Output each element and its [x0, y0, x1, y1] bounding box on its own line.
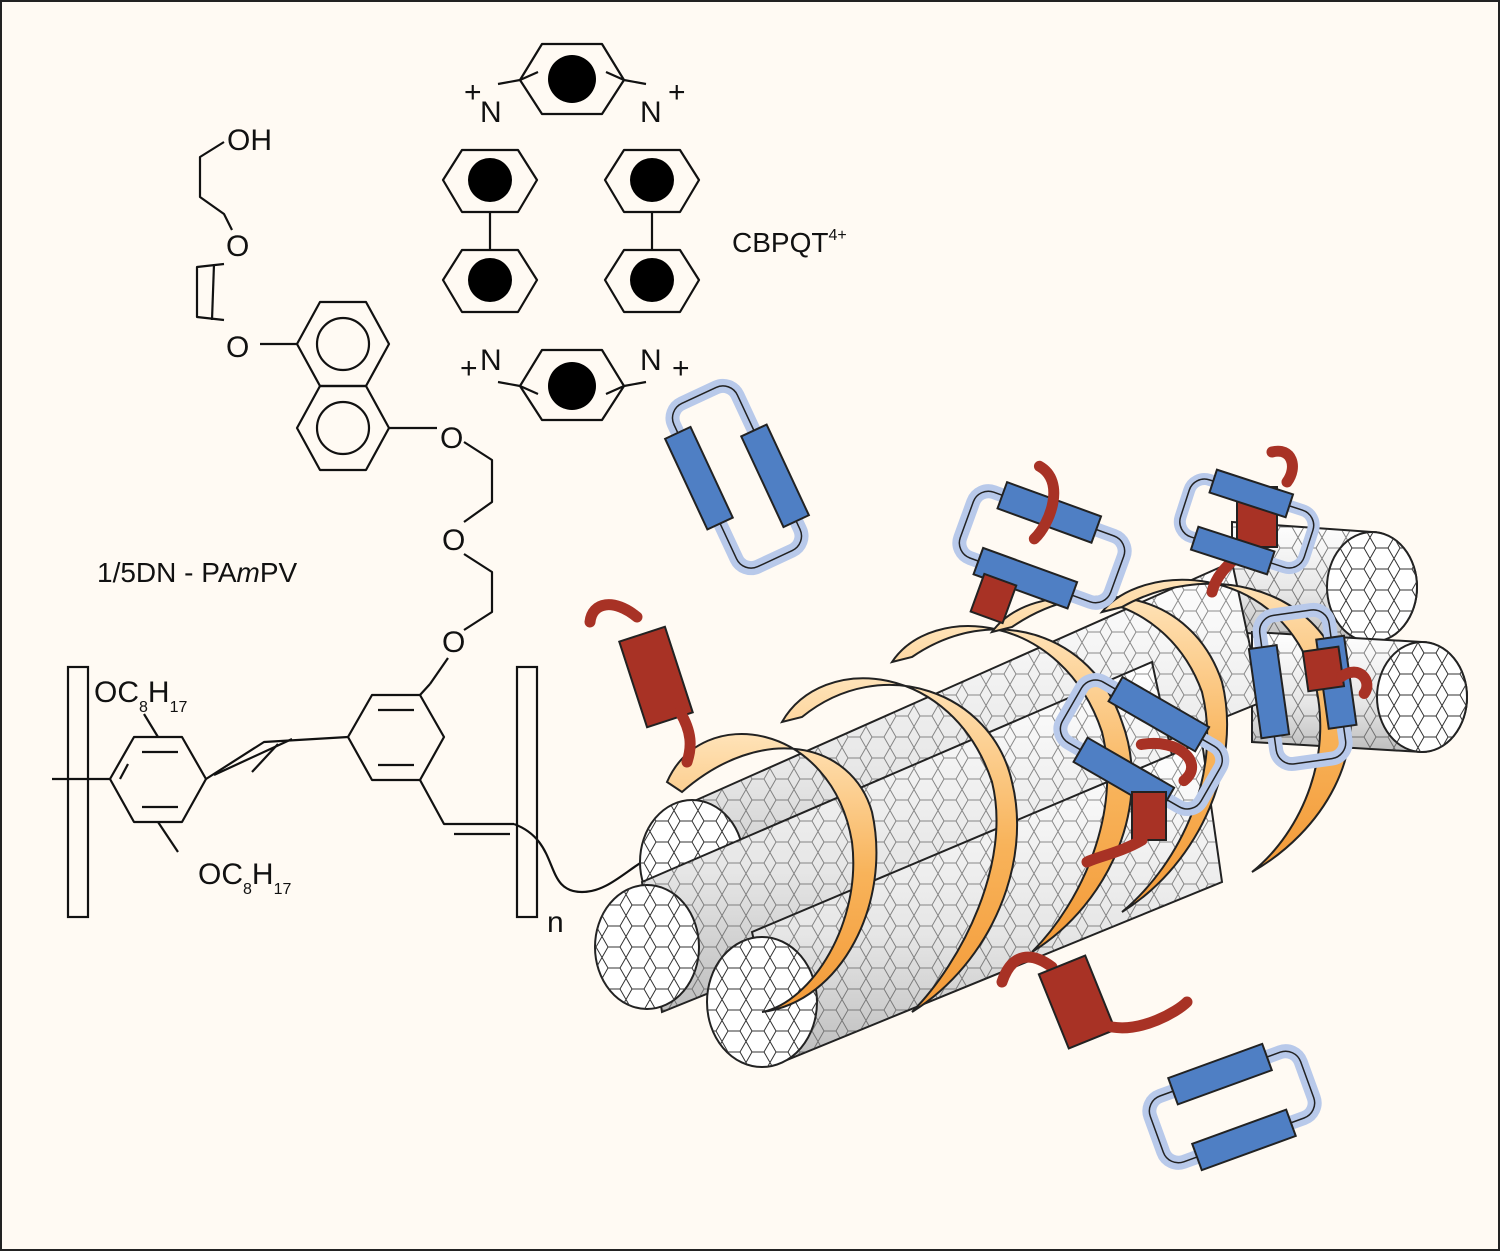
n-atom-bottom-right: N	[640, 344, 662, 377]
naphthalene	[295, 300, 391, 472]
oxygen-atom: O	[226, 230, 249, 263]
cbpqt-ring-threaded	[952, 460, 1132, 625]
plus-charge: +	[672, 352, 690, 385]
repeat-index-n: n	[547, 906, 564, 939]
helix-turn	[779, 677, 1019, 1013]
cbpqt-ring-free	[663, 378, 811, 576]
n-atom-bottom-left: N	[480, 344, 502, 377]
oxygen-atom: O	[442, 524, 465, 557]
dn-station	[1081, 791, 1167, 868]
plus-charge: +	[668, 76, 686, 109]
dn-station	[996, 951, 1193, 1050]
cbpqt-ring-threaded	[1173, 468, 1320, 576]
dn-side-chain: OH O O O O O	[195, 124, 494, 685]
plus-charge: +	[464, 76, 482, 109]
polymer-name-label: 1/5DN - PAmPV	[97, 557, 298, 588]
oh-group: OH	[227, 124, 272, 157]
dn-station	[584, 599, 696, 768]
oxygen-atom: O	[226, 331, 249, 364]
right-bipyridinium	[603, 148, 701, 314]
right-repeat-bracket	[515, 665, 539, 919]
plus-charge: +	[460, 352, 478, 385]
helix-turn	[989, 595, 1229, 913]
cbpqt-macrocycle: N + N + N + N +	[441, 42, 701, 422]
n-atom-top-right: N	[640, 96, 662, 129]
bottom-benzene-ring	[518, 348, 626, 422]
left-repeat-bracket	[66, 665, 90, 919]
top-benzene-ring	[518, 42, 626, 116]
oxygen-atom: O	[442, 626, 465, 659]
pampv-backbone: OC8H17 OC8H17 n	[52, 665, 663, 939]
cbpqt-label: CBPQT4+	[732, 227, 847, 258]
octyloxy-group: OC8H17	[94, 676, 187, 716]
helix-turn	[1099, 578, 1352, 873]
cbpqt-ring-threaded	[1247, 602, 1373, 772]
left-bipyridinium	[441, 148, 539, 314]
oxygen-atom: O	[440, 422, 463, 455]
cbpqt-ring-free	[1142, 1042, 1322, 1172]
n-atom-top-left: N	[480, 96, 502, 129]
octyloxy-group: OC8H17	[198, 858, 291, 898]
